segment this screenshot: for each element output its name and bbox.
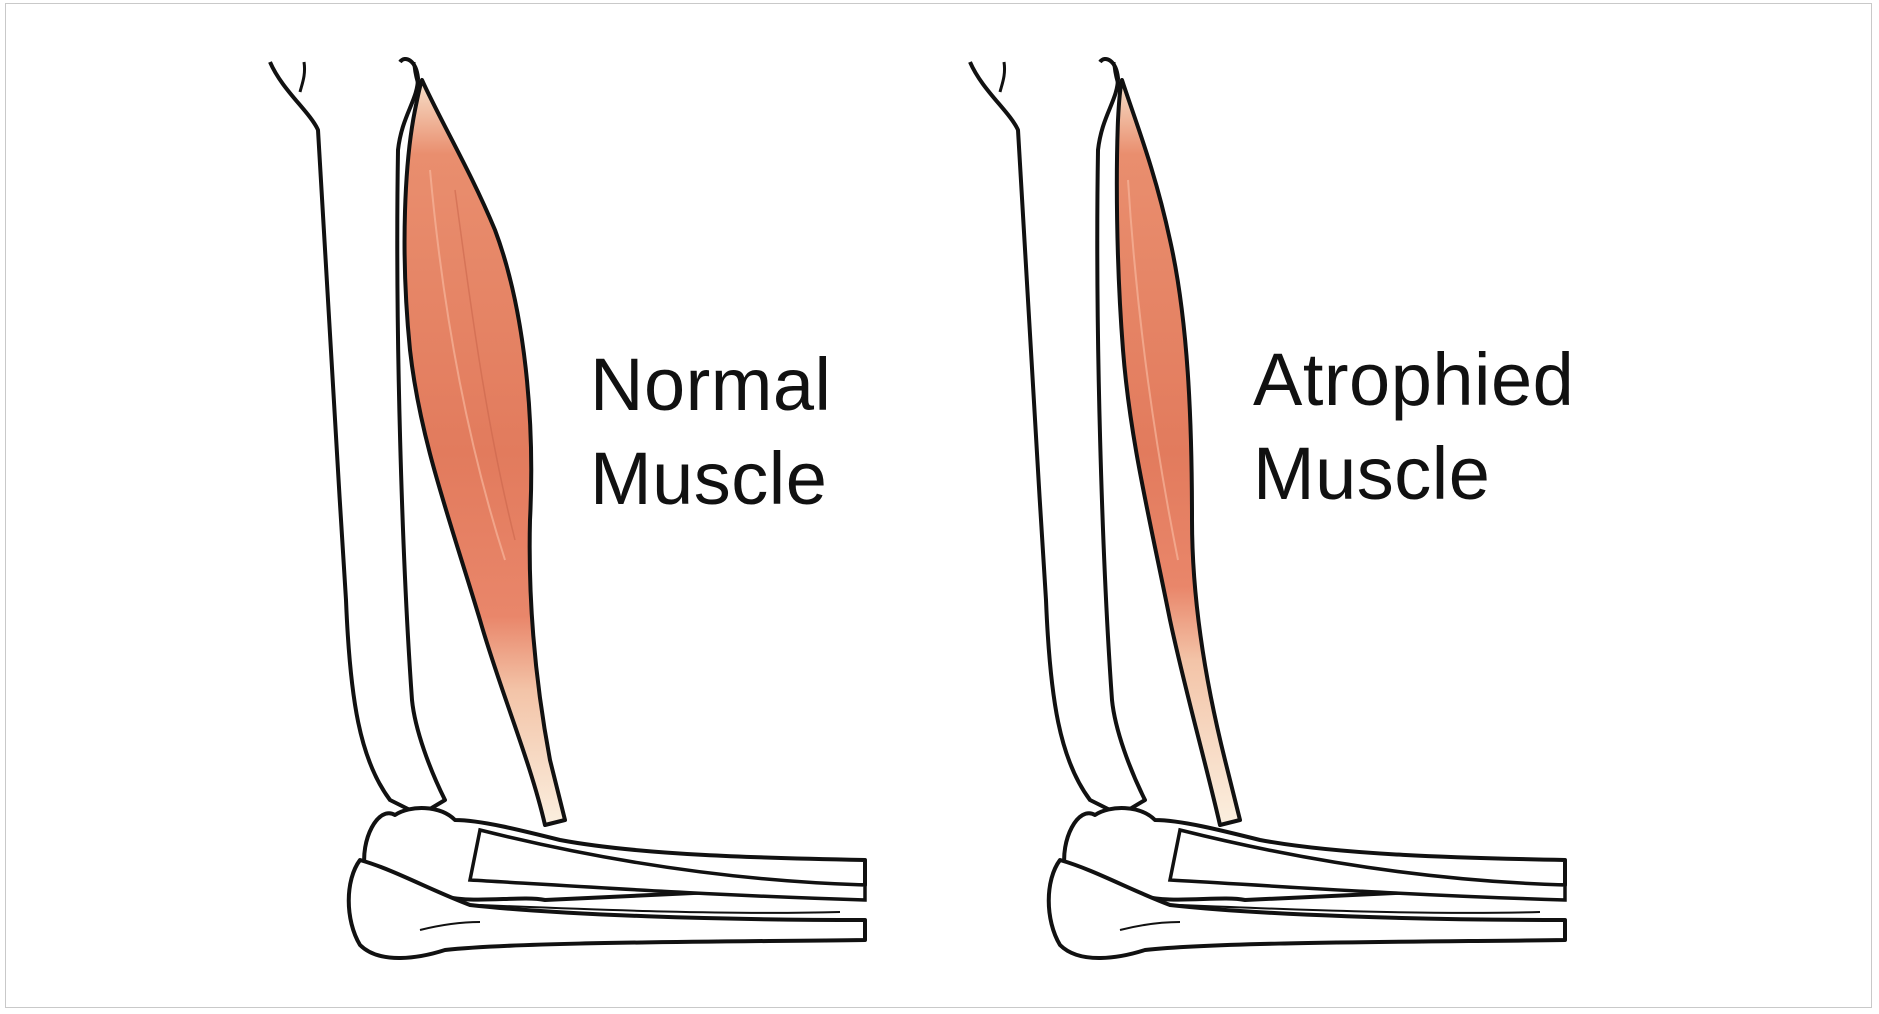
biceps-muscle (405, 80, 565, 825)
biceps-muscle (1117, 80, 1240, 825)
atrophied-muscle-label: Atrophied Muscle (1253, 333, 1574, 521)
normal-label-line-2: Muscle (590, 432, 831, 526)
normal-label-line-1: Normal (590, 338, 831, 432)
atrophied-label-line-1: Atrophied (1253, 333, 1574, 427)
normal-muscle-label: Normal Muscle (590, 338, 831, 526)
atrophied-label-line-2: Muscle (1253, 427, 1574, 521)
